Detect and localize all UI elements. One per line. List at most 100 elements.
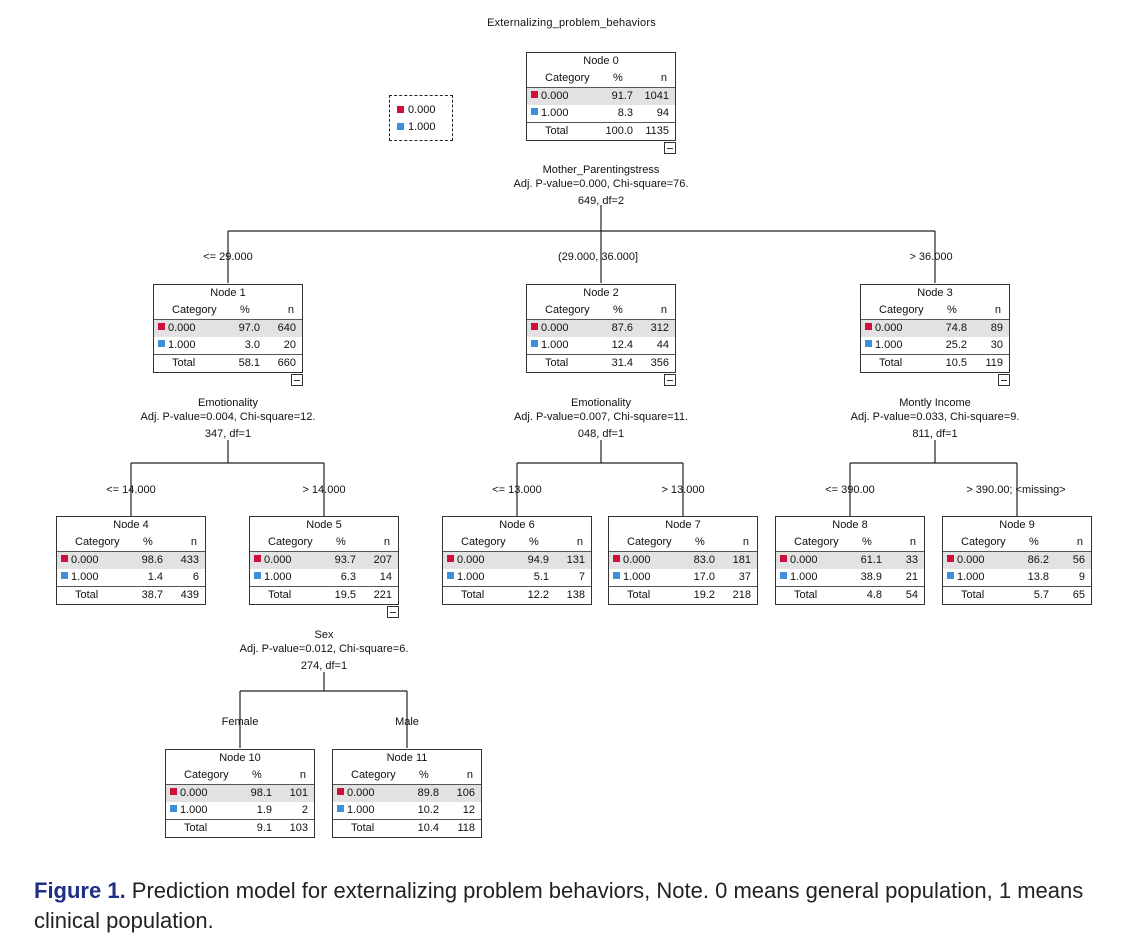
row-percent: 74.8 xyxy=(945,322,967,334)
row-n: 106 xyxy=(456,787,475,799)
collapse-toggle-icon[interactable] xyxy=(291,374,303,386)
branch-label: <= 14.000 xyxy=(106,484,156,496)
legend-swatch-0 xyxy=(397,106,404,113)
node-header-row: Category%n xyxy=(943,534,1091,552)
row-category: 0.000 xyxy=(180,787,208,799)
split-stats: 811, df=1 xyxy=(912,428,958,440)
header-n: n xyxy=(994,304,1001,316)
category-swatch-1 xyxy=(531,340,538,347)
row-n: 20 xyxy=(283,339,296,351)
collapse-toggle-icon[interactable] xyxy=(664,142,676,154)
header-n: n xyxy=(466,769,473,781)
collapse-toggle-icon[interactable] xyxy=(387,606,399,618)
row-category: 1.000 xyxy=(168,339,196,351)
category-swatch-1 xyxy=(158,340,165,347)
node-header-row: Category%n xyxy=(527,70,675,88)
total-label: Total xyxy=(172,357,196,369)
total-percent: 12.2 xyxy=(527,589,549,601)
node-header-row: Category% n xyxy=(333,767,481,785)
row-n: 56 xyxy=(1072,554,1085,566)
row-n: 640 xyxy=(277,322,296,334)
category-swatch-0 xyxy=(337,788,344,795)
node-header-row: Category%n xyxy=(166,767,314,785)
tree-connectors xyxy=(130,205,1018,748)
split-stats: Adj. P-value=0.033, Chi-square=9. xyxy=(850,411,1020,423)
branch-label: > 390.00; <missing> xyxy=(966,484,1066,496)
row-percent: 94.9 xyxy=(527,554,549,566)
header-category: Category xyxy=(879,304,924,316)
header-percent: % xyxy=(419,769,429,781)
row-percent: 38.9 xyxy=(860,571,882,583)
header-category: Category xyxy=(75,536,120,548)
total-n: 218 xyxy=(732,589,751,601)
header-n: n xyxy=(660,304,667,316)
node-title: Node 2 xyxy=(583,287,619,299)
category-swatch-0 xyxy=(865,323,872,330)
row-percent: 12.4 xyxy=(611,339,633,351)
node-header-row: Category%n xyxy=(609,534,757,552)
row-percent: 5.1 xyxy=(533,571,549,583)
row-n: 433 xyxy=(180,554,199,566)
total-n: 221 xyxy=(373,589,392,601)
split-stats: 274, df=1 xyxy=(300,660,348,672)
row-percent: 91.7 xyxy=(611,90,633,102)
total-n: 65 xyxy=(1072,589,1085,601)
node-header-row: Category%n xyxy=(527,302,675,320)
row-category: 1.000 xyxy=(541,339,569,351)
total-n: 356 xyxy=(650,357,669,369)
node-header-row: Category%n xyxy=(443,534,591,552)
collapse-toggle-icon[interactable] xyxy=(998,374,1010,386)
row-n: 37 xyxy=(738,571,751,583)
category-swatch-0 xyxy=(158,323,165,330)
row-category: 1.000 xyxy=(264,571,292,583)
header-category: Category xyxy=(627,536,672,548)
header-category: Category xyxy=(351,769,396,781)
category-swatch-1 xyxy=(780,572,787,579)
legend-label: 0.000 xyxy=(408,103,436,116)
header-n: n xyxy=(299,769,306,781)
category-swatch-0 xyxy=(170,788,177,795)
row-category: 0.000 xyxy=(71,554,99,566)
node-title: Node 3 xyxy=(917,287,953,299)
branch-label: > 36.000 xyxy=(909,251,953,263)
node-header-row: Category%n xyxy=(154,302,302,320)
split-label: Emotionality Adj. P-value=0.004, Chi-squ… xyxy=(98,396,358,441)
row-n: 14 xyxy=(379,571,392,583)
row-percent: 1.9 xyxy=(256,804,272,816)
header-percent: % xyxy=(529,536,539,548)
total-percent: 10.5 xyxy=(945,357,967,369)
header-n: n xyxy=(287,304,294,316)
total-label: Total xyxy=(461,589,485,601)
split-stats: 048, df=1 xyxy=(577,428,625,440)
category-swatch-0 xyxy=(61,555,68,562)
total-label: Total xyxy=(184,822,208,834)
collapse-toggle-icon[interactable] xyxy=(664,374,676,386)
row-percent: 98.1 xyxy=(250,787,272,799)
branch-label: Female xyxy=(221,716,259,728)
row-n: 207 xyxy=(373,554,392,566)
header-percent: % xyxy=(695,536,705,548)
header-category: Category xyxy=(172,304,217,316)
row-category: 1.000 xyxy=(957,571,985,583)
row-n: 21 xyxy=(905,571,918,583)
branch-label: > 13.000 xyxy=(661,484,705,496)
row-percent: 97.0 xyxy=(238,322,260,334)
